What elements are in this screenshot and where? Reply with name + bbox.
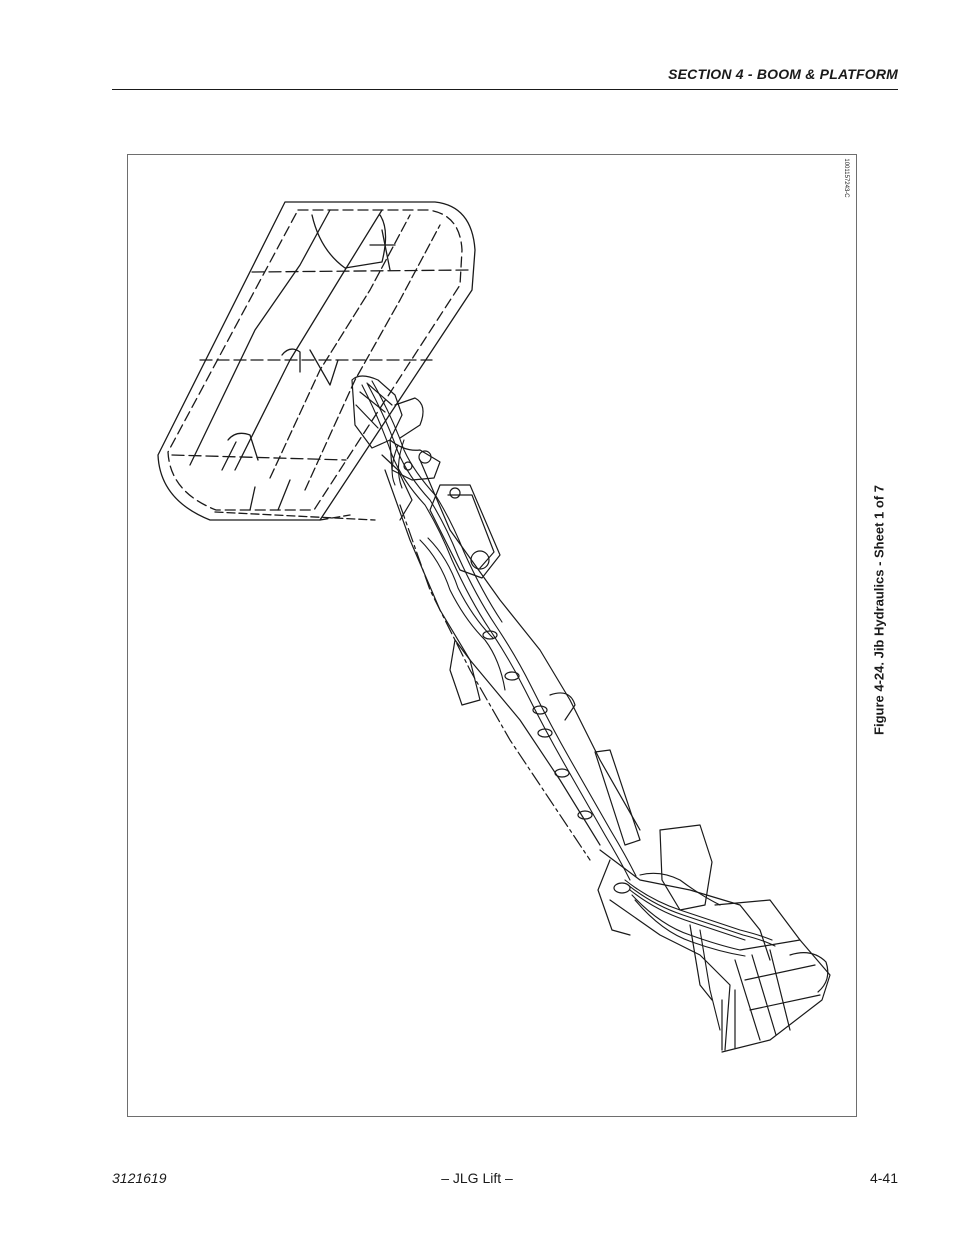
figure-frame bbox=[127, 154, 857, 1117]
hose-clamps bbox=[482, 630, 631, 894]
manifold-hoses bbox=[624, 872, 776, 1031]
footer-publisher: – JLG Lift – bbox=[441, 1170, 513, 1186]
jib-cylinder bbox=[429, 484, 501, 579]
platform-basket bbox=[157, 201, 476, 521]
figure-caption: Figure 4-24. Jib Hydraulics - Sheet 1 of… bbox=[871, 485, 887, 735]
doc-number: 3121619 bbox=[112, 1170, 167, 1186]
page-number: 4-41 bbox=[869, 1170, 898, 1186]
hydraulic-hoses bbox=[361, 380, 637, 881]
drawing-id: 1001157243-C bbox=[843, 158, 849, 198]
header-rule bbox=[112, 89, 898, 90]
section-title: SECTION 4 - BOOM & PLATFORM bbox=[668, 66, 898, 82]
jib-boom bbox=[384, 459, 641, 861]
jib-base-structure bbox=[597, 824, 831, 1053]
